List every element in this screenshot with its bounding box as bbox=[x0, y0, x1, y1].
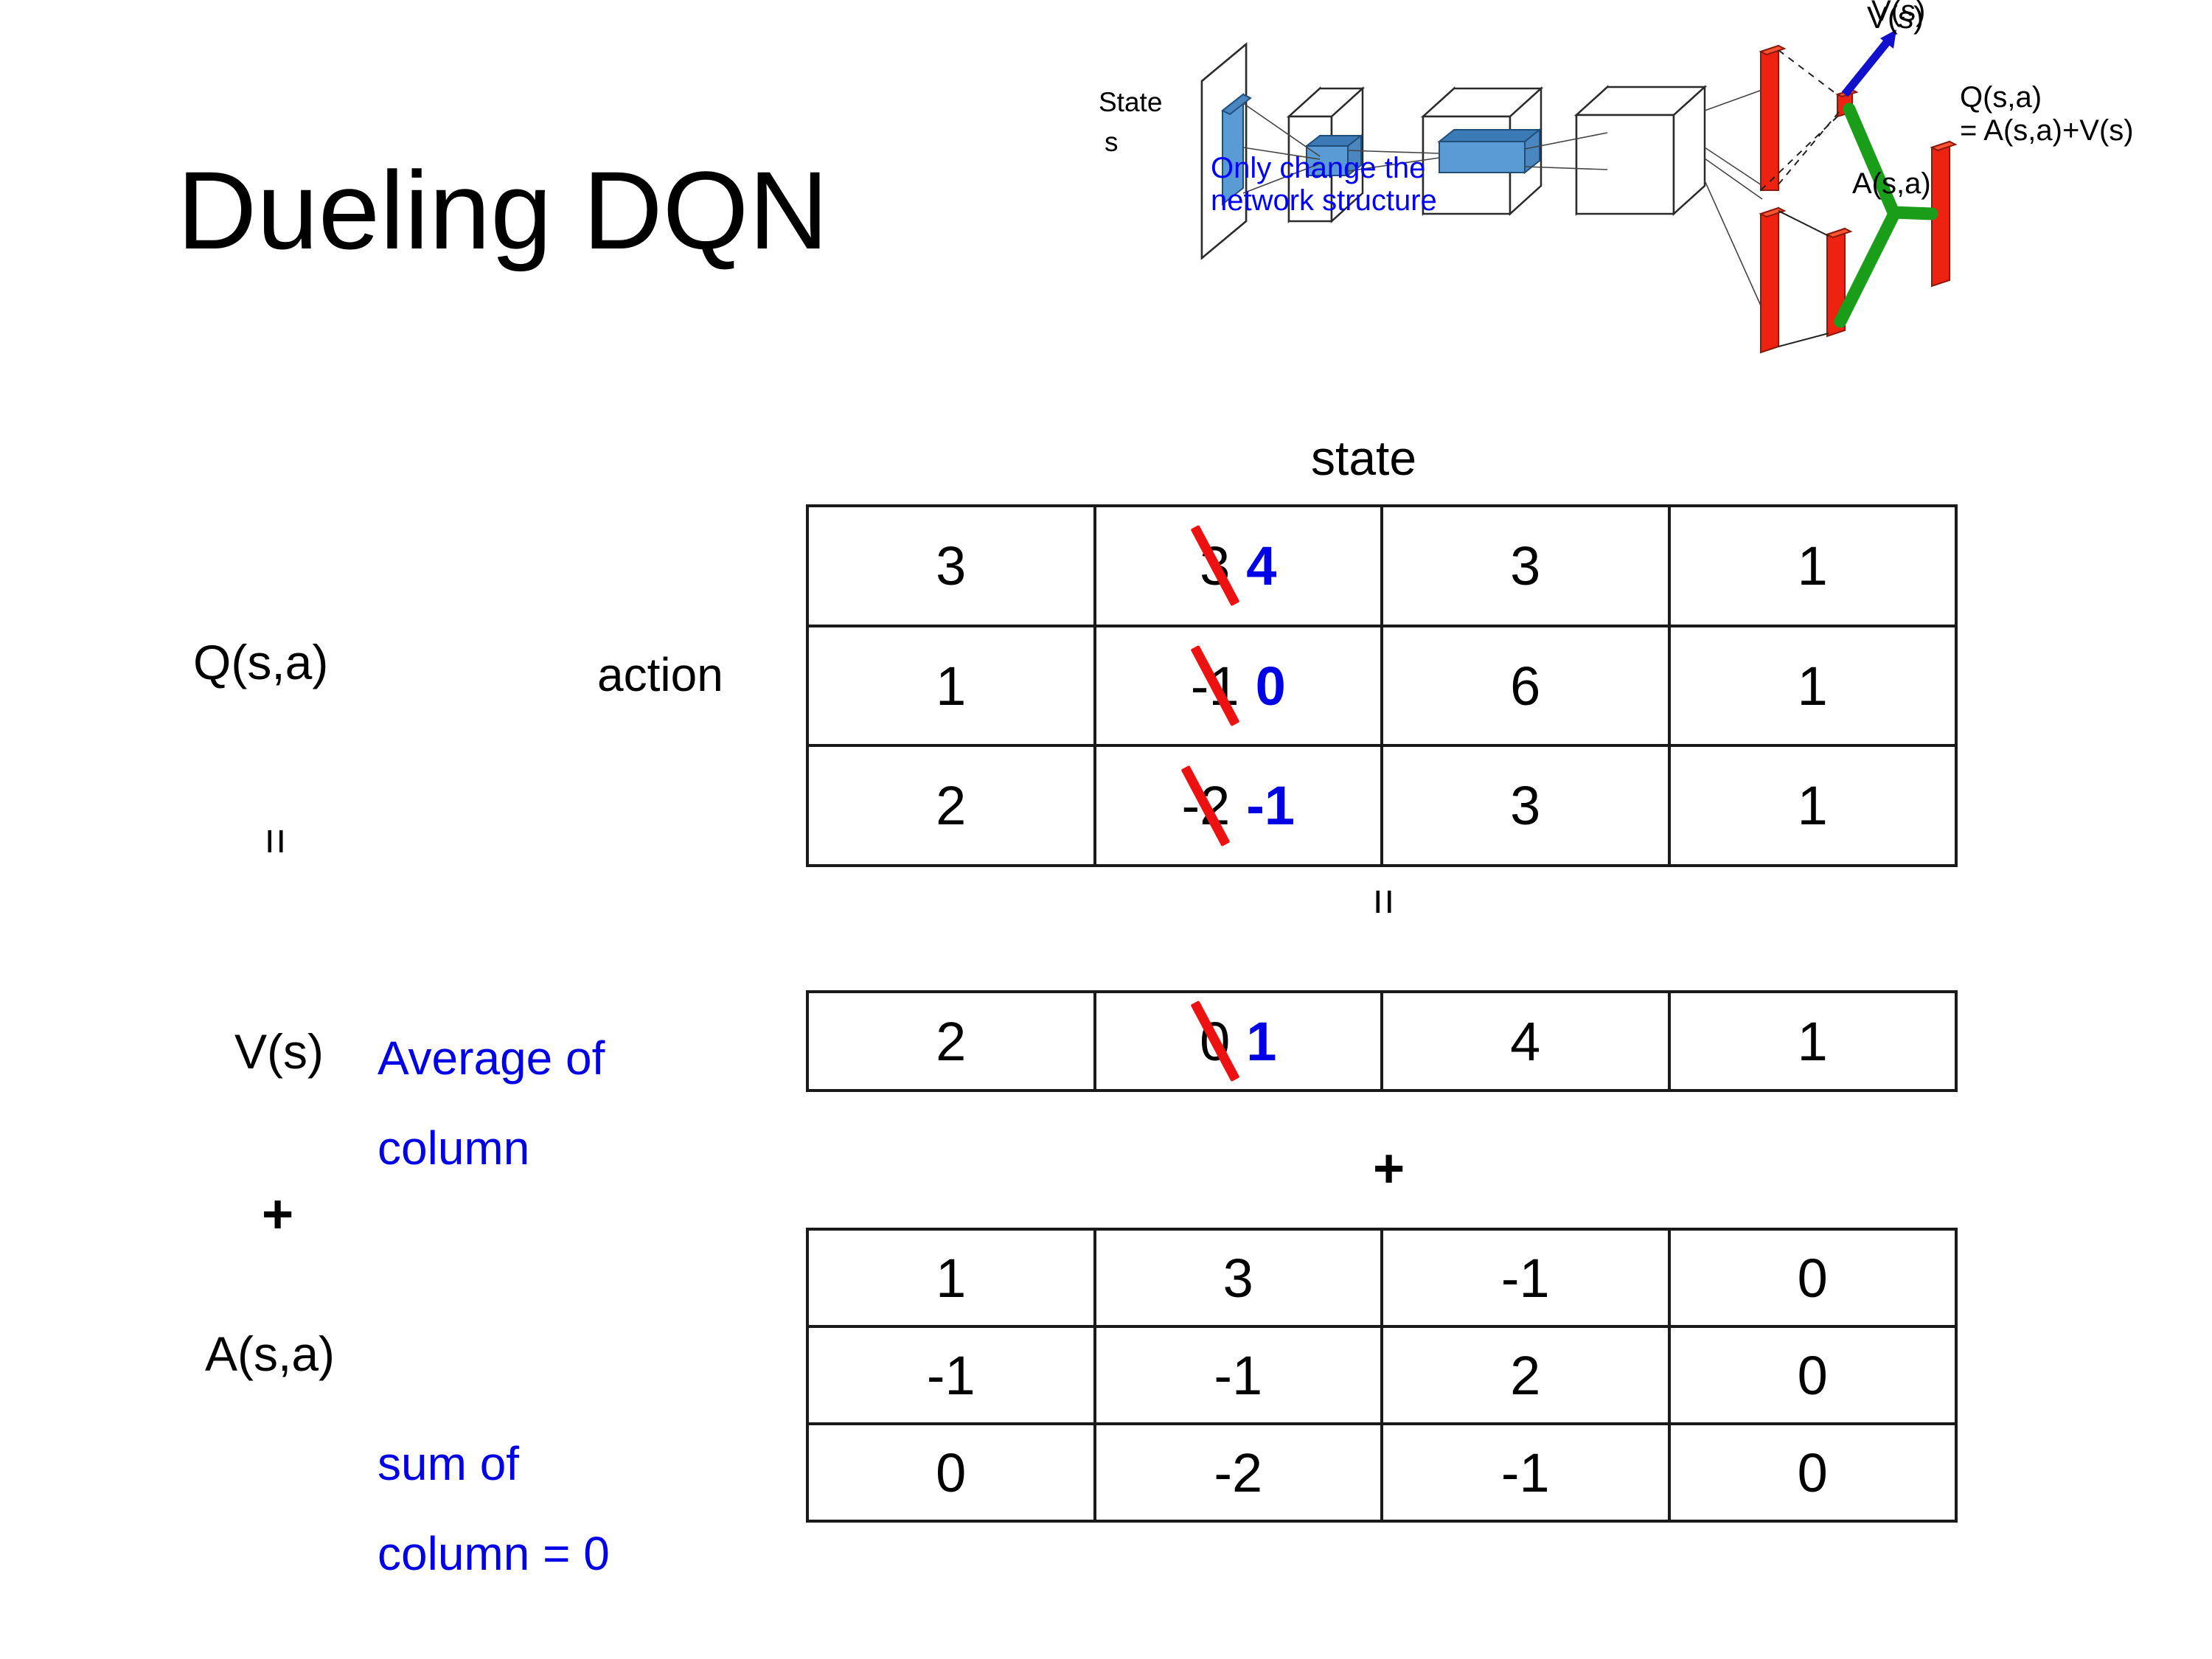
cell-value: 0 bbox=[1797, 1344, 1828, 1406]
diagram-note-line2: network structure bbox=[1211, 184, 1437, 217]
cell-new-value: 4 bbox=[1246, 535, 1277, 597]
diagram-note-line1: Only change the bbox=[1211, 152, 1426, 184]
v-cell-c0[interactable]: 2 bbox=[809, 993, 1096, 1089]
cell-value: 1 bbox=[1797, 535, 1828, 597]
label-q-function: Q(s,a) bbox=[193, 635, 329, 689]
q-cell-r2c0[interactable]: 2 bbox=[809, 747, 1096, 865]
diagram-a-output-label: A(s,a) bbox=[1852, 167, 1931, 200]
cell-value: 2 bbox=[936, 775, 967, 837]
label-a-function: A(s,a) bbox=[205, 1326, 335, 1381]
a-cell-r1c0[interactable]: -1 bbox=[809, 1328, 1096, 1422]
diagram-state-label-line2: s bbox=[1105, 127, 1119, 157]
cell-value: 1 bbox=[936, 1247, 967, 1309]
cell-old-value-wrapper: -2 bbox=[1180, 765, 1231, 846]
cell-new-value: 1 bbox=[1246, 1010, 1277, 1072]
diagram-q-output-label-line1: Q(s,a) bbox=[1960, 81, 2042, 114]
operator-equals-middle: = bbox=[1358, 888, 1410, 916]
cell-value: 1 bbox=[1797, 655, 1828, 717]
cell-value: 2 bbox=[936, 1010, 967, 1072]
q-cell-r1c0[interactable]: 1 bbox=[809, 627, 1096, 745]
a-cell-r0c2[interactable]: -1 bbox=[1383, 1231, 1671, 1325]
v-cell-c3[interactable]: 1 bbox=[1671, 993, 1955, 1089]
a-cell-r0c0[interactable]: 1 bbox=[809, 1231, 1096, 1325]
note-a-line1: sum of bbox=[378, 1437, 520, 1490]
table-row: 2 -2 -1 3 1 bbox=[809, 747, 1955, 865]
cell-new-value: 0 bbox=[1255, 655, 1286, 717]
table-row: 3 3 4 3 1 bbox=[809, 507, 1955, 627]
operator-plus-left: + bbox=[262, 1183, 294, 1245]
diagram-v-output-label: V(s) bbox=[1867, 0, 1924, 35]
a-cell-r2c0[interactable]: 0 bbox=[809, 1425, 1096, 1520]
cell-value: 0 bbox=[1797, 1441, 1828, 1503]
table-row: 1 3 -1 0 bbox=[809, 1231, 1955, 1328]
a-cell-r0c1[interactable]: 3 bbox=[1096, 1231, 1383, 1325]
a-table: 1 3 -1 0 -1 -1 2 0 0 -2 -1 0 bbox=[806, 1228, 1958, 1523]
table-row: -1 -1 2 0 bbox=[809, 1328, 1955, 1425]
cell-value: 3 bbox=[1510, 535, 1541, 597]
a-cell-r1c2[interactable]: 2 bbox=[1383, 1328, 1671, 1422]
table-row: 0 -2 -1 0 bbox=[809, 1425, 1955, 1520]
cell-value: 1 bbox=[1797, 1010, 1828, 1072]
q-cell-r2c2[interactable]: 3 bbox=[1383, 747, 1671, 865]
q-cell-r1c3[interactable]: 1 bbox=[1671, 627, 1955, 745]
cell-value: 1 bbox=[936, 655, 967, 717]
a-cell-r2c1[interactable]: -2 bbox=[1096, 1425, 1383, 1520]
q-cell-r0c1[interactable]: 3 4 bbox=[1096, 507, 1383, 625]
v-table: 2 0 1 4 1 bbox=[806, 990, 1958, 1092]
q-cell-r1c1[interactable]: -1 0 bbox=[1096, 627, 1383, 745]
a-cell-r2c3[interactable]: 0 bbox=[1671, 1425, 1955, 1520]
cell-value: 3 bbox=[1510, 775, 1541, 837]
page-title: Dueling DQN bbox=[177, 148, 829, 272]
q-cell-r2c1[interactable]: -2 -1 bbox=[1096, 747, 1383, 865]
table-row: 2 0 1 4 1 bbox=[809, 993, 1955, 1089]
a-cell-r0c3[interactable]: 0 bbox=[1671, 1231, 1955, 1325]
v-cell-c2[interactable]: 4 bbox=[1383, 993, 1671, 1089]
cell-old-value-wrapper: 0 bbox=[1190, 1000, 1240, 1082]
diagram-v-label: V(s) bbox=[1871, 0, 1925, 27]
cell-value: -1 bbox=[1500, 1441, 1550, 1503]
q-cell-r0c0[interactable]: 3 bbox=[809, 507, 1096, 625]
note-v-line1: Average of bbox=[378, 1032, 605, 1085]
cell-value: 6 bbox=[1510, 655, 1541, 717]
q-cell-r2c3[interactable]: 1 bbox=[1671, 747, 1955, 864]
cell-value: 3 bbox=[1222, 1247, 1253, 1309]
q-cell-r0c3[interactable]: 1 bbox=[1671, 507, 1955, 625]
cell-value: 4 bbox=[1510, 1010, 1541, 1072]
cell-value: 2 bbox=[1510, 1344, 1541, 1406]
cell-value: 3 bbox=[936, 535, 967, 597]
operator-plus-middle: + bbox=[1373, 1138, 1405, 1199]
cell-value: -1 bbox=[1500, 1247, 1550, 1309]
note-a-line2: column = 0 bbox=[378, 1527, 610, 1580]
q-cell-r1c2[interactable]: 6 bbox=[1383, 627, 1671, 745]
axis-label-action: action bbox=[597, 648, 723, 701]
note-v-line2: column bbox=[378, 1121, 530, 1175]
cell-value: 1 bbox=[1797, 775, 1828, 837]
a-cell-r1c1[interactable]: -1 bbox=[1096, 1328, 1383, 1422]
v-cell-c1[interactable]: 0 1 bbox=[1096, 993, 1383, 1089]
cell-value: -1 bbox=[1214, 1344, 1263, 1406]
cell-old-value-wrapper: 3 bbox=[1190, 525, 1240, 607]
cell-value: 0 bbox=[1797, 1247, 1828, 1309]
a-cell-r1c3[interactable]: 0 bbox=[1671, 1328, 1955, 1422]
axis-label-state: state bbox=[1311, 431, 1417, 485]
cell-value: -2 bbox=[1214, 1441, 1263, 1503]
a-cell-r2c2[interactable]: -1 bbox=[1383, 1425, 1671, 1520]
cell-new-value: -1 bbox=[1246, 775, 1295, 837]
label-v-function: V(s) bbox=[234, 1024, 324, 1079]
q-table: 3 3 4 3 1 1 -1 0 6 1 bbox=[806, 504, 1958, 867]
table-row: 1 -1 0 6 1 bbox=[809, 627, 1955, 748]
cell-value: -1 bbox=[926, 1344, 975, 1406]
dueling-network-diagram: V(s) A State s Only change the network s… bbox=[1099, 0, 2212, 413]
diagram-q-output-label-line2: = A(s,a)+V(s) bbox=[1960, 114, 2134, 147]
operator-equals-left: = bbox=[250, 827, 302, 855]
q-cell-r0c2[interactable]: 3 bbox=[1383, 507, 1671, 625]
diagram-state-label-line1: State bbox=[1099, 87, 1163, 117]
cell-old-value-wrapper: -1 bbox=[1190, 644, 1240, 727]
cell-value: 0 bbox=[936, 1441, 967, 1503]
